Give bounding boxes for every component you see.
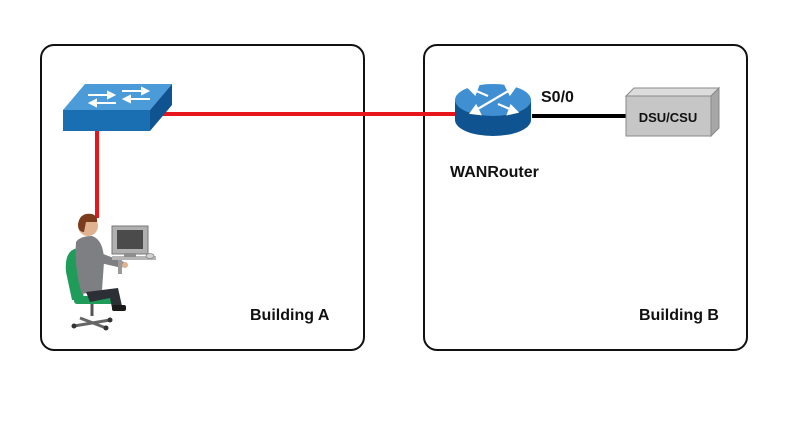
dsu-csu-icon[interactable]: DSU/CSU [624, 86, 721, 138]
dsu-csu-label: DSU/CSU [639, 110, 698, 125]
building-b-label: Building B [639, 307, 719, 324]
building-a-label: Building A [250, 307, 330, 324]
serial-port-label: S0/0 [541, 89, 574, 106]
router-icon[interactable] [455, 84, 531, 136]
user-workstation-icon[interactable] [65, 213, 156, 331]
switch-icon[interactable] [63, 84, 172, 131]
router-label: WANRouter [450, 164, 539, 181]
